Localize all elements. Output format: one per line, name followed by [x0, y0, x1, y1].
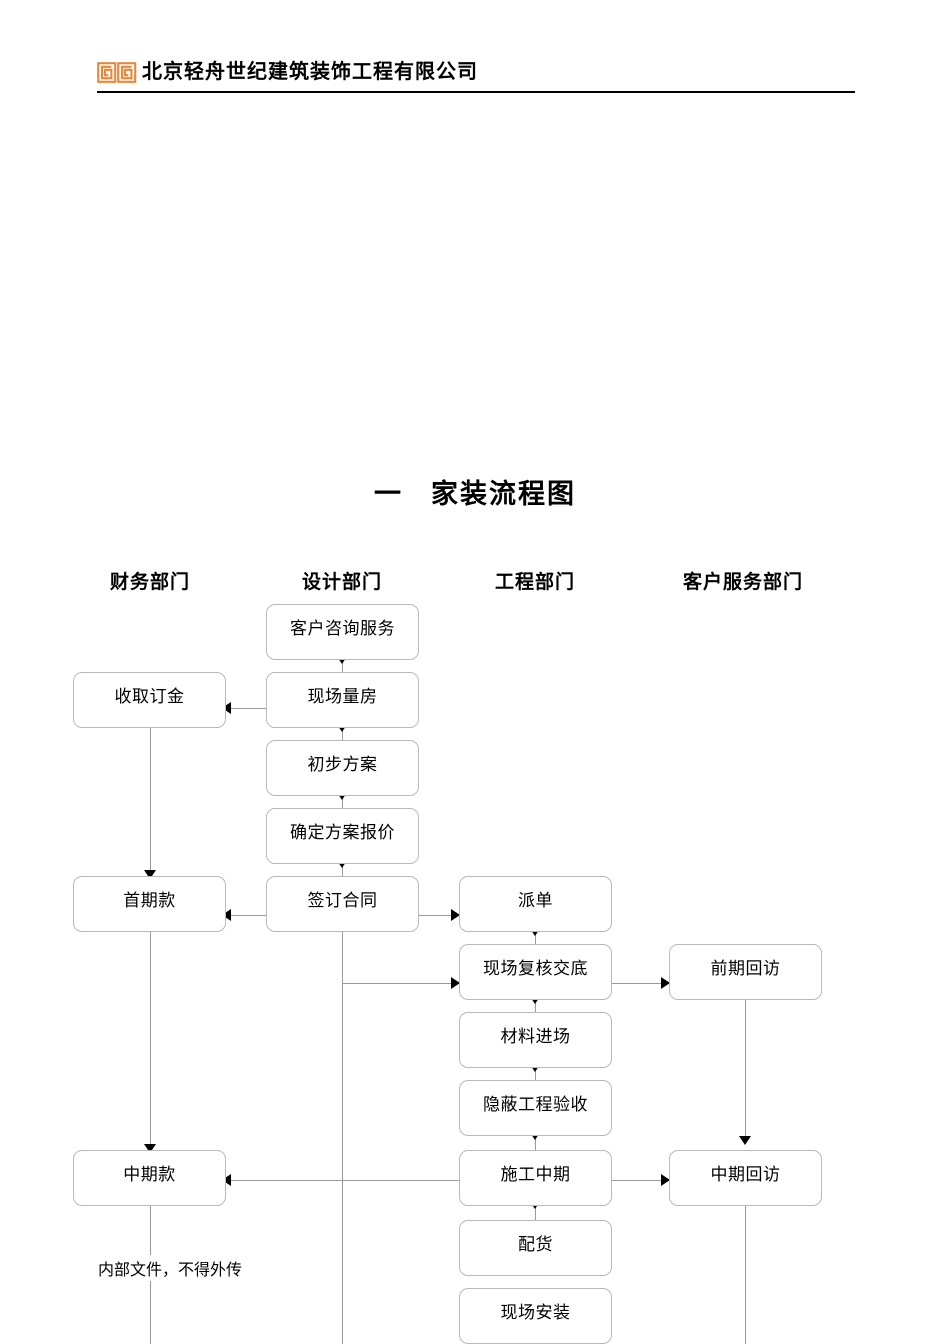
- letterhead: 北京轻舟世纪建筑装饰工程有限公司: [97, 58, 855, 92]
- arrowhead-midwork-visit2: [661, 1174, 670, 1186]
- edge-deposit-firstpay: [150, 728, 151, 876]
- edge-visit1-visit2: [745, 1000, 746, 1142]
- title-number: 一: [374, 479, 403, 510]
- edge-visit2-downstream: [745, 1206, 746, 1344]
- arrowhead-review-visit1: [661, 977, 670, 989]
- edge-midwork-delivery: [535, 1205, 536, 1222]
- edge-firstpay-midpay: [150, 932, 151, 1150]
- node-customer-consult[interactable]: 客户咨询服务: [266, 604, 419, 660]
- node-first-payment[interactable]: 首期款: [73, 876, 226, 932]
- node-confirm-quote[interactable]: 确定方案报价: [266, 808, 419, 864]
- letterhead-divider: [97, 91, 855, 93]
- arrowhead-contract-firstpay: [222, 909, 231, 921]
- node-site-review[interactable]: 现场复核交底: [459, 944, 612, 1000]
- edge-review-material: [535, 1000, 536, 1017]
- node-material-arrival[interactable]: 材料进场: [459, 1012, 612, 1068]
- edge-prelim-quote: [342, 796, 343, 813]
- edge-contract-review-stem: [342, 932, 343, 983]
- edge-contract-review: [342, 983, 460, 984]
- page-title: 一家装流程图: [0, 472, 950, 511]
- node-mid-followup[interactable]: 中期回访: [669, 1150, 822, 1206]
- arrowhead-contract-dispatch: [451, 909, 460, 921]
- edge-midwork-visit2: [611, 1180, 670, 1181]
- arrowhead-contract-review: [451, 977, 460, 989]
- edge-consult-measure: [342, 660, 343, 677]
- edge-midwork-midpay: [226, 1180, 460, 1181]
- node-preliminary-plan[interactable]: 初步方案: [266, 740, 419, 796]
- edge-quote-contract: [342, 864, 343, 881]
- arrowhead-measure-deposit: [222, 702, 231, 714]
- company-logo-icon: [97, 62, 137, 83]
- node-sign-contract[interactable]: 签订合同: [266, 876, 419, 932]
- node-collect-deposit[interactable]: 收取订金: [73, 672, 226, 728]
- column-header-design: 设计部门: [301, 571, 382, 593]
- node-goods-delivery[interactable]: 配货: [459, 1220, 612, 1276]
- column-header-service: 客户服务部门: [682, 571, 803, 593]
- node-dispatch-order[interactable]: 派单: [459, 876, 612, 932]
- edge-contract-dispatch: [418, 915, 460, 916]
- edge-review-visit1: [611, 983, 670, 984]
- title-text: 家装流程图: [431, 479, 576, 510]
- node-site-install[interactable]: 现场安装: [459, 1288, 612, 1344]
- confidential-note: 内部文件，不得外传: [95, 1255, 246, 1281]
- edge-dispatch-review: [535, 932, 536, 949]
- edge-hidden-midwork: [535, 1136, 536, 1153]
- arrowhead-deposit-firstpay: [144, 870, 156, 879]
- company-name: 北京轻舟世纪建筑装饰工程有限公司: [142, 59, 478, 83]
- edge-material-hidden: [535, 1068, 536, 1085]
- node-mid-construction[interactable]: 施工中期: [459, 1150, 612, 1206]
- node-hidden-acceptance[interactable]: 隐蔽工程验收: [459, 1080, 612, 1136]
- edge-design-lane-downstream: [342, 983, 343, 1344]
- column-header-engineer: 工程部门: [494, 571, 575, 593]
- column-header-finance: 财务部门: [109, 571, 190, 593]
- node-mid-payment[interactable]: 中期款: [73, 1150, 226, 1206]
- arrowhead-visit1-visit2: [739, 1136, 751, 1145]
- edge-measure-prelim: [342, 728, 343, 745]
- arrowhead-midwork-midpay: [222, 1174, 231, 1186]
- arrowhead-firstpay-midpay: [144, 1144, 156, 1153]
- node-early-followup[interactable]: 前期回访: [669, 944, 822, 1000]
- node-site-measure[interactable]: 现场量房: [266, 672, 419, 728]
